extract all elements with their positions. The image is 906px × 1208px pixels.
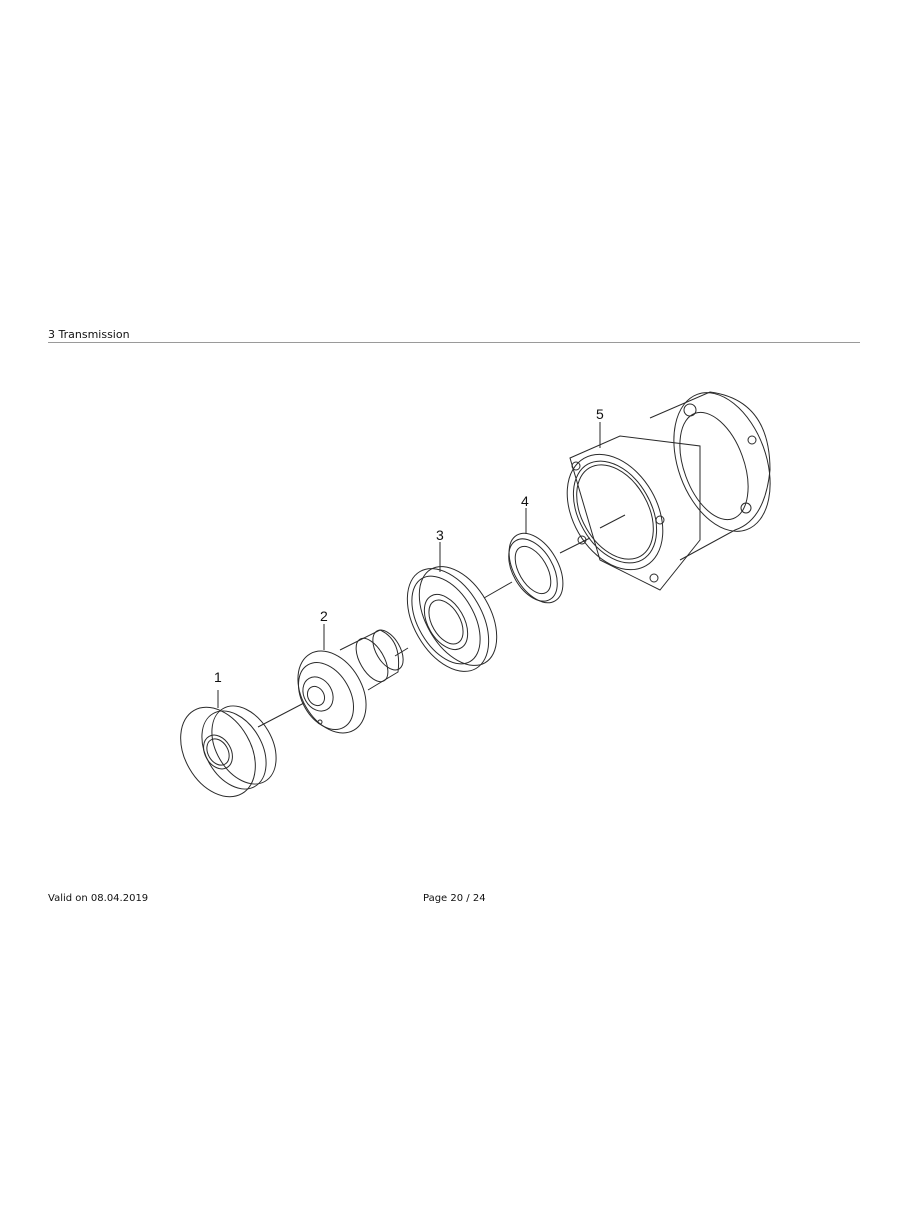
footer-valid-date: Valid on 08.04.2019 [48, 893, 149, 904]
part-2-shaft [297, 624, 404, 734]
assembly-axis [257, 514, 626, 728]
section-title: 3 Transmission [48, 328, 130, 341]
header-rule [48, 342, 860, 343]
callout-3: 3 [436, 527, 444, 543]
callout-4: 4 [521, 493, 529, 509]
callout-2: 2 [320, 608, 328, 624]
callout-5: 5 [596, 406, 604, 422]
part-4-oil-seal [508, 508, 564, 604]
part-5-gear-housing [566, 391, 771, 591]
footer-page-number: Page 20 / 24 [423, 893, 486, 904]
part-1-seal-cap [180, 690, 277, 798]
part-3-ball-bearing [406, 542, 498, 672]
callout-1: 1 [214, 669, 222, 685]
